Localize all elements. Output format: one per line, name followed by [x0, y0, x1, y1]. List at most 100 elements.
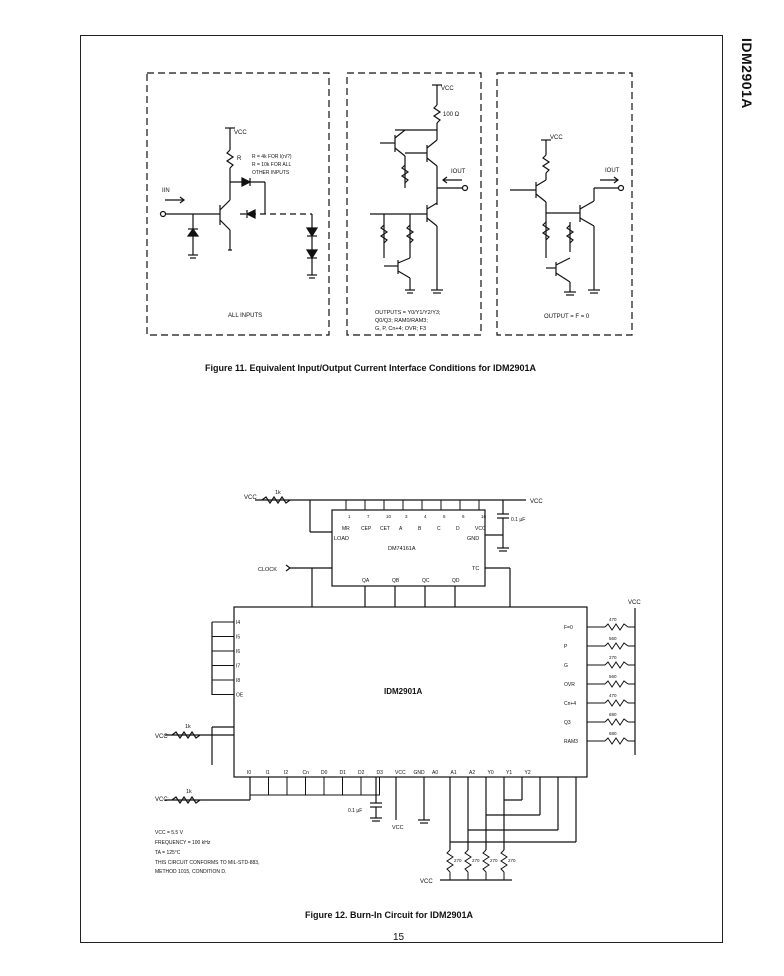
counter-pin-label: MR — [342, 526, 350, 532]
right-out-res-value: 560 — [609, 636, 617, 641]
bottom-pin-label: D3 — [377, 770, 384, 776]
right-out-res-value: 470 — [609, 693, 617, 698]
counter-pin-label: D — [456, 526, 460, 532]
svg-text:THIS CIRCUIT CONFORMS TO MIL-S: THIS CIRCUIT CONFORMS TO MIL-STD-883, — [155, 860, 259, 866]
right-out-label: Cn+4 — [564, 701, 576, 707]
p1-iin: IIN — [162, 188, 170, 194]
svg-text:GND: GND — [467, 536, 479, 542]
left-pin-label: I7 — [236, 664, 240, 670]
main-chip-label: IDM2901A — [384, 687, 422, 696]
fig11-panel-outputs: VCC 100 Ω IOUT — [346, 72, 482, 336]
left-pin-label: I6 — [236, 649, 240, 655]
bottom-pin-label: D0 — [321, 770, 328, 776]
svg-text:VCC: VCC — [420, 879, 433, 885]
right-out-label: Q3 — [564, 720, 571, 726]
counter-pin-number: 10 — [386, 514, 392, 519]
right-out-resistor — [604, 699, 629, 707]
left-pin-label: I4 — [236, 620, 240, 626]
left-pin-label: I8 — [236, 678, 240, 684]
bottom-pin-label: Y1 — [506, 770, 512, 776]
svg-text:VCC: VCC — [155, 797, 168, 803]
svg-text:1k: 1k — [185, 724, 191, 730]
counter-pin-number: 16 — [481, 514, 487, 519]
bottom-resistor-value: 270 — [508, 858, 516, 863]
svg-text:R = 10k FOR ALL: R = 10k FOR ALL — [252, 162, 292, 168]
right-out-resistor — [604, 642, 629, 650]
figure-11-caption: Figure 11. Equivalent Input/Output Curre… — [205, 363, 537, 373]
svg-text:VCC: VCC — [441, 86, 454, 92]
right-out-resistor — [604, 680, 629, 688]
bottom-pin-label: Cn — [303, 770, 310, 776]
right-out-resistor — [604, 718, 629, 726]
fig11-panel-inputs: VCC R R = 4k FOR I(n/?) R = 10k FOR ALL … — [146, 72, 330, 336]
page-number: 15 — [393, 932, 405, 943]
bottom-pin-label: I1 — [266, 770, 270, 776]
right-out-label: OVR — [564, 682, 575, 688]
svg-text:1k: 1k — [186, 789, 192, 795]
bottom-pin-label: A0 — [432, 770, 438, 776]
main-chip — [233, 606, 588, 778]
counter-pin-label: C — [437, 526, 441, 532]
counter-pin-number: 6 — [462, 514, 465, 519]
counter-chip — [331, 509, 486, 587]
fig12-notes: VCC = 5.5 V FREQUENCY = 100 kHz TA = 125… — [155, 830, 259, 875]
bottom-pin-label: I0 — [247, 770, 251, 776]
svg-text:LOAD: LOAD — [334, 536, 349, 542]
right-out-res-value: 560 — [609, 674, 617, 679]
right-out-resistor — [604, 737, 629, 745]
counter-out-label: QB — [392, 578, 400, 584]
bottom-pin-label: GND — [414, 770, 426, 776]
bottom-pin-label: VCC — [395, 770, 406, 776]
bottom-pin-label: Y2 — [525, 770, 531, 776]
svg-text:VCC = 5.5 V: VCC = 5.5 V — [155, 830, 184, 836]
svg-text:VCC: VCC — [550, 135, 563, 141]
svg-text:0.1 µF: 0.1 µF — [348, 808, 362, 814]
bottom-pin-label: D2 — [358, 770, 365, 776]
right-out-label: P — [564, 644, 568, 650]
counter-pin-label: A — [399, 526, 403, 532]
svg-text:METHOD 1015, CONDITION D.: METHOD 1015, CONDITION D. — [155, 869, 226, 875]
right-out-label: G — [564, 663, 568, 669]
svg-text:R = 4k FOR I(n/?): R = 4k FOR I(n/?) — [252, 154, 292, 160]
p1-bottom: ALL INPUTS — [228, 313, 262, 319]
svg-text:TA = 125°C: TA = 125°C — [155, 850, 181, 856]
counter-out-label: QA — [362, 578, 370, 584]
svg-text:100 Ω: 100 Ω — [443, 112, 460, 118]
bottom-resistor-value: 270 — [472, 858, 480, 863]
figure-12-caption: Figure 12. Burn-In Circuit for IDM2901A — [305, 910, 474, 920]
svg-text:OUTPUTS = Y0/Y1/Y2/Y3;: OUTPUTS = Y0/Y1/Y2/Y3; — [375, 310, 441, 316]
bottom-resistor — [482, 849, 490, 873]
page-frame — [80, 35, 723, 943]
right-out-resistor — [604, 623, 629, 631]
counter-out-label: QD — [452, 578, 460, 584]
svg-text:VCC: VCC — [628, 600, 641, 606]
right-out-res-value: 270 — [609, 655, 617, 660]
bottom-resistor-value: 270 — [454, 858, 462, 863]
counter-pin-number: 5 — [443, 514, 446, 519]
bottom-pin-label: Y0 — [488, 770, 494, 776]
svg-text:0.1 µF: 0.1 µF — [511, 517, 525, 523]
counter-pin-number: 7 — [367, 514, 370, 519]
bottom-resistor — [464, 849, 472, 873]
bottom-resistor — [446, 849, 454, 873]
bottom-pin-label: A2 — [469, 770, 475, 776]
svg-text:OUTPUT = F = 0: OUTPUT = F = 0 — [544, 314, 590, 320]
svg-text:CLOCK: CLOCK — [258, 567, 277, 573]
counter-pin-number: 4 — [424, 514, 427, 519]
p1-vcc: VCC — [234, 130, 247, 136]
svg-text:VCC: VCC — [530, 499, 543, 505]
fig11-panel-f-output: VCC IOUT OUTPUT = F = 0 — [496, 72, 633, 336]
svg-text:VCC: VCC — [244, 495, 257, 501]
side-title: IDM2901A — [739, 38, 755, 109]
counter-label: DM74161A — [388, 546, 416, 552]
p1-r: R — [237, 156, 242, 162]
bottom-resistor-value: 270 — [490, 858, 498, 863]
counter-pin-label: CET — [380, 526, 390, 532]
svg-text:TC: TC — [472, 566, 479, 572]
bottom-resistor — [500, 849, 508, 873]
svg-text:IOUT: IOUT — [605, 168, 620, 174]
left-pin-label: I5 — [236, 635, 240, 641]
counter-pin-label: B — [418, 526, 422, 532]
svg-text:FREQUENCY = 100 kHz: FREQUENCY = 100 kHz — [155, 840, 211, 846]
